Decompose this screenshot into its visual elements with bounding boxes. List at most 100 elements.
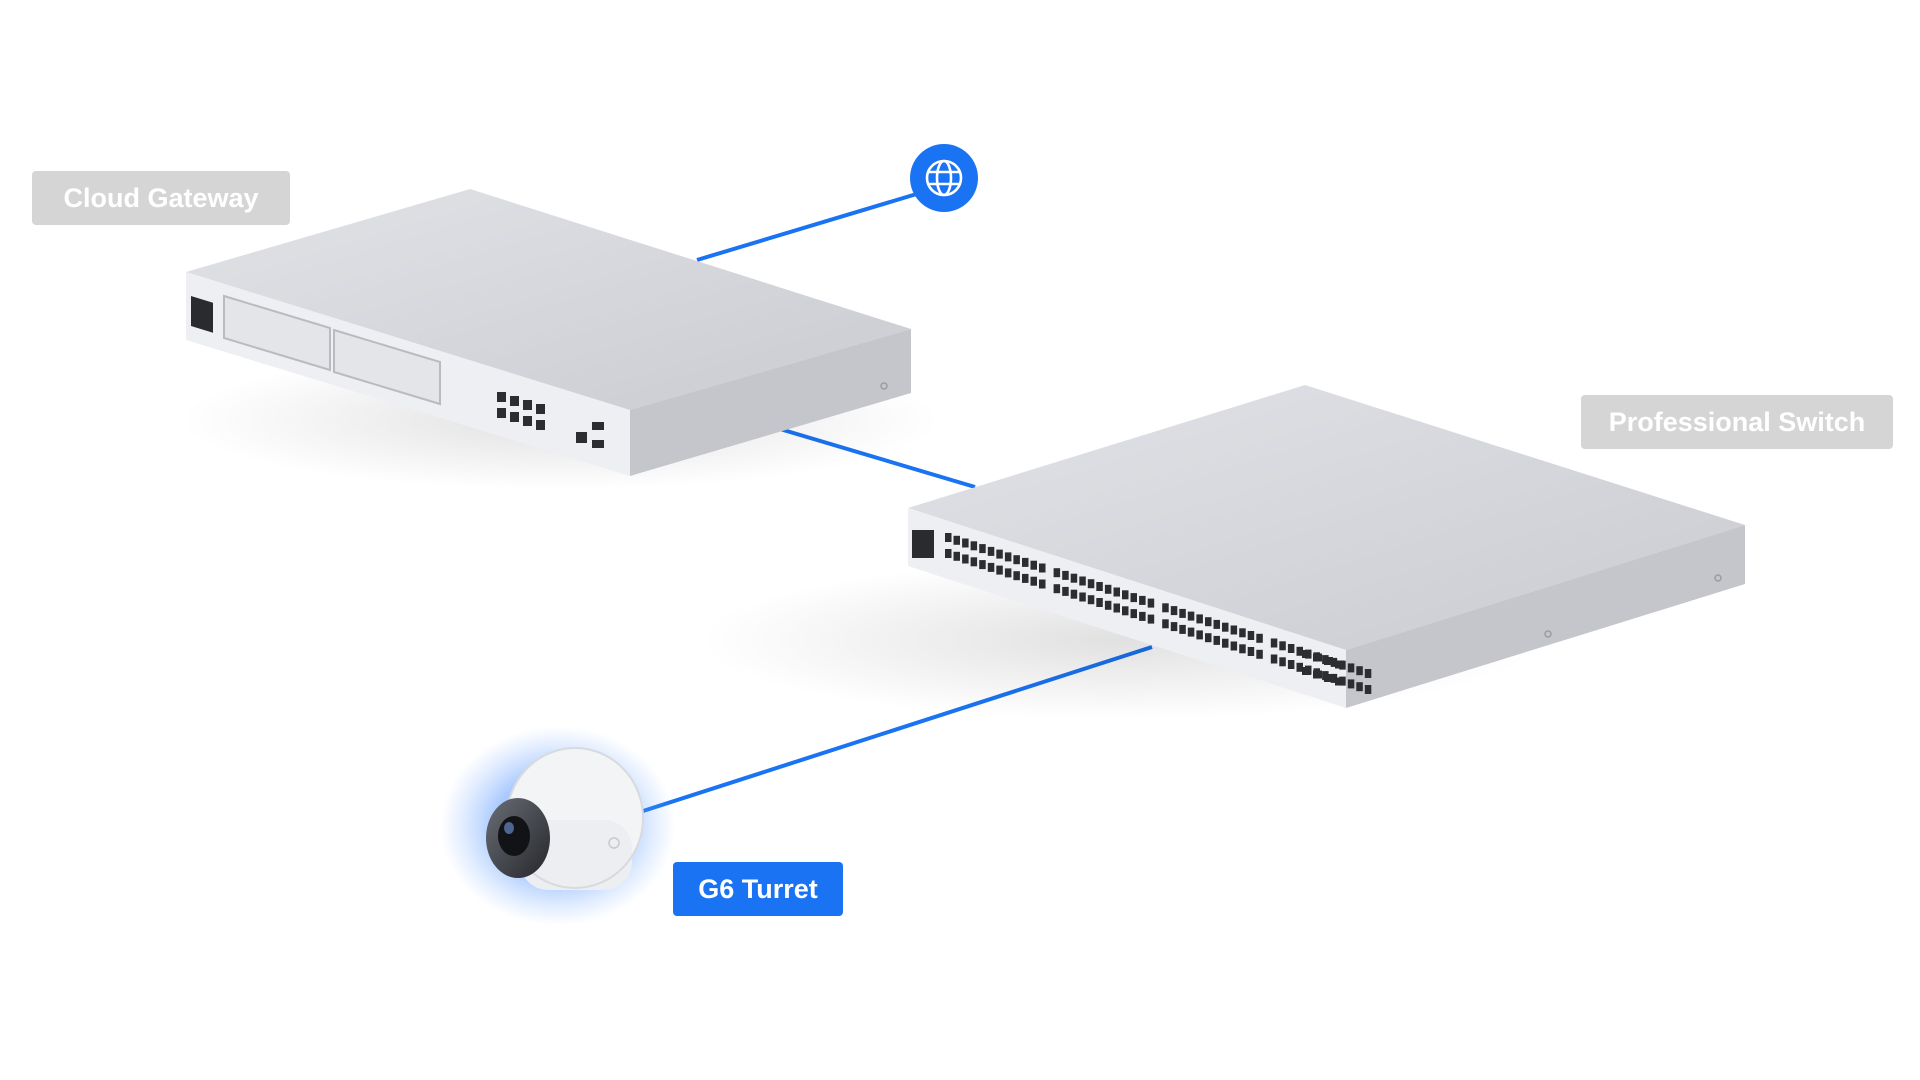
switch-port: [1104, 584, 1112, 594]
switch-port: [1187, 611, 1195, 621]
gateway-ports: [497, 392, 604, 448]
switch-port: [1013, 571, 1020, 581]
switch-port: [1222, 622, 1229, 632]
switch-port: [1039, 579, 1046, 589]
switch-port: [1053, 584, 1061, 594]
internet-node: [910, 144, 978, 212]
switch-port: [1004, 568, 1012, 578]
sfp-port: [1313, 670, 1322, 679]
switch-port: [1147, 598, 1155, 608]
sfp-port: [1335, 677, 1344, 686]
switch-port: [1279, 641, 1286, 651]
switch-port: [945, 549, 952, 558]
switch-port: [1270, 638, 1278, 648]
switch-port: [1239, 644, 1246, 654]
switch-display: [912, 530, 934, 558]
professional-switch-label: Professional Switch: [1581, 395, 1893, 449]
switch-port: [1222, 638, 1229, 648]
switch-port: [1296, 646, 1303, 656]
switch-port: [1256, 633, 1263, 643]
switch-port: [945, 533, 952, 542]
switch-port: [1196, 630, 1203, 640]
switch-port: [1205, 633, 1212, 643]
switch-port: [1062, 586, 1069, 596]
switch-port: [1030, 576, 1037, 586]
switch-port: [1296, 662, 1303, 672]
switch-port: [979, 544, 986, 554]
switch-port: [1179, 608, 1186, 618]
sfp-port: [1324, 657, 1333, 665]
switch-port: [1205, 617, 1212, 627]
switch-port: [1113, 587, 1120, 597]
switch-port: [1022, 573, 1029, 583]
switch-port: [1356, 682, 1363, 692]
switch-port: [1070, 589, 1078, 599]
uplink-line: [696, 191, 921, 262]
switch-port: [1162, 603, 1169, 613]
switch-port: [1004, 552, 1012, 562]
switch-port: [1053, 568, 1061, 578]
switch-port: [953, 535, 960, 545]
switch-port: [1079, 592, 1086, 602]
switch-port: [979, 560, 986, 570]
switch-port: [1022, 557, 1029, 567]
switch-port: [1096, 582, 1103, 591]
switch-port: [1239, 628, 1246, 638]
globe-icon: [925, 159, 963, 197]
g6-turret-label: G6 Turret: [673, 862, 843, 916]
switch-port: [1079, 576, 1086, 586]
switch-port: [1364, 685, 1372, 694]
switch-port: [1096, 598, 1103, 607]
switch-port: [1256, 649, 1263, 659]
switch-port: [1330, 657, 1338, 667]
switch-port: [1162, 619, 1169, 629]
switch-port: [970, 557, 978, 567]
switch-ports: [945, 533, 1372, 694]
switch-port: [1230, 641, 1238, 651]
sfp-port: [1302, 650, 1311, 658]
switch-port: [1087, 579, 1095, 589]
professional-switch-device: [700, 385, 1745, 720]
switch-port: [987, 546, 995, 556]
switch-port: [996, 549, 1003, 559]
switch-port: [970, 541, 978, 551]
switch-port: [1139, 611, 1146, 621]
switch-port: [1147, 614, 1155, 624]
switch-port: [1170, 622, 1178, 632]
switch-port: [1187, 627, 1195, 637]
switch-port: [1213, 619, 1220, 629]
sfp-port: [1302, 667, 1311, 675]
gateway-display: [191, 296, 213, 333]
switch-port: [1179, 624, 1186, 634]
switch-port: [1122, 606, 1129, 616]
sfp-port: [1335, 660, 1344, 669]
switch-port: [1356, 666, 1363, 676]
switch-port: [1279, 657, 1286, 667]
switch-port: [1196, 614, 1203, 624]
switch-port: [1130, 593, 1137, 603]
switch-port: [1122, 590, 1129, 600]
switch-port: [1213, 635, 1220, 645]
sfp-port: [1324, 674, 1333, 682]
switch-port: [962, 554, 969, 564]
switch-port: [1139, 595, 1146, 605]
switch-port: [1130, 609, 1137, 619]
switch-port: [1062, 570, 1069, 580]
drive-bay-1: [223, 294, 331, 372]
switch-port: [962, 538, 969, 548]
switch-port: [987, 562, 995, 572]
drive-bay-2: [333, 328, 441, 406]
switch-port: [1347, 663, 1355, 673]
switch-port: [1104, 600, 1112, 610]
switch-port: [1170, 606, 1178, 616]
switch-port: [1247, 647, 1255, 656]
switch-port: [1287, 660, 1295, 669]
cloud-gateway-label: Cloud Gateway: [32, 171, 290, 225]
switch-port: [1013, 555, 1020, 565]
switch-port: [1113, 603, 1120, 613]
switch-port: [1270, 654, 1278, 664]
g6-turret-camera: [440, 726, 676, 926]
switch-port: [1330, 673, 1338, 683]
switch-port: [1247, 631, 1255, 640]
